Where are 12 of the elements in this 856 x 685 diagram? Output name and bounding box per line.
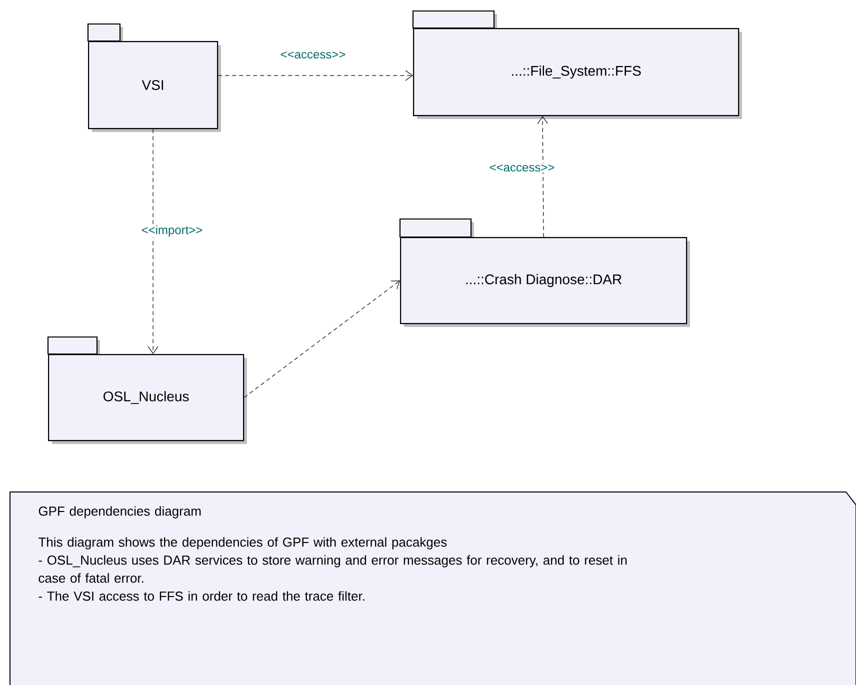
stereotype-label: <<access>> [488,163,556,173]
note-box: GPF dependencies diagram This diagram shows the dependencies of GPF with external pacakges - OSL_Nucleus uses DAR services to store warning and error messages for recovery, and to reset in case of fatal error. - The VSI access to FFS in order to read the trace filter. [10,492,856,685]
package-box: OSL_Nucleus [47,336,247,444]
dependency-arrow [537,116,548,238]
dependency-arrow [218,70,413,81]
stereotype-label: <<import>> [140,224,204,238]
dependency-arrow [148,128,158,354]
package-box: ...::File_System::FFS [412,10,742,119]
stereotype-label: <<access>> [279,50,347,60]
package-box: ...::Crash Diagnose::DAR [399,218,690,327]
package-box: VSI [87,23,221,132]
dependency-arrow [244,280,400,398]
